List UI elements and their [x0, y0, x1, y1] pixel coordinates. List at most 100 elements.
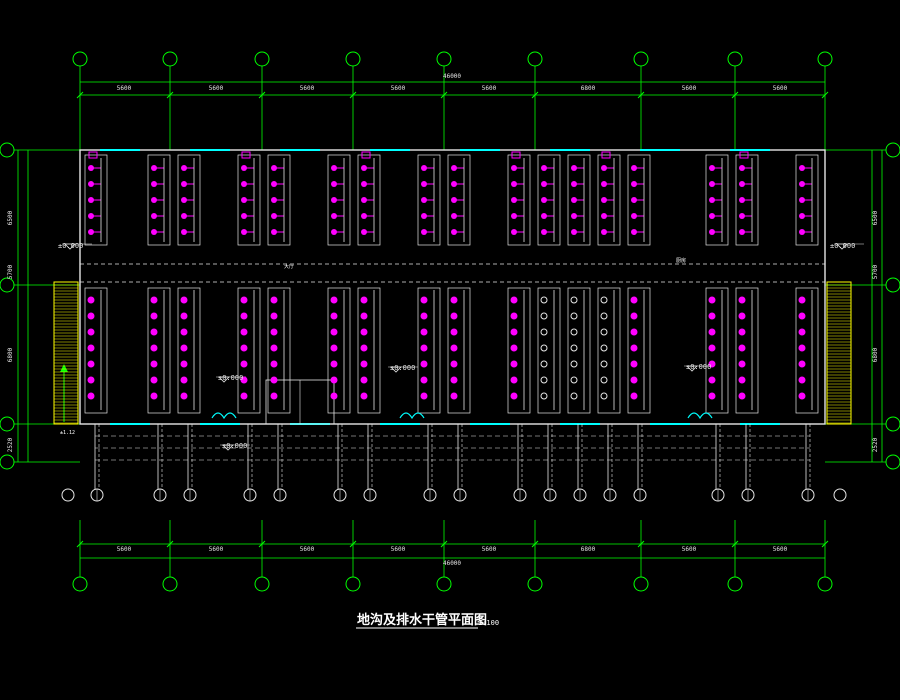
- toilet-fixture: [150, 360, 158, 368]
- toilet-fixture: [570, 376, 578, 384]
- toilet-fixture: [510, 392, 518, 400]
- toilet-fixture: [630, 296, 638, 304]
- corridor-label-left: 大厅: [284, 263, 294, 270]
- dimension-tick: [440, 91, 448, 99]
- top-total-dimension: 46000: [443, 73, 461, 80]
- toilet-fixture: [510, 376, 518, 384]
- dimension-tick: [76, 91, 84, 99]
- toilet-fixture: [600, 312, 608, 320]
- axis-grid: [0, 51, 900, 592]
- toilet-fixture: [87, 376, 95, 384]
- stall-block-upper: [627, 154, 651, 246]
- stall-block-lower: [267, 287, 291, 414]
- toilet-fixture: [570, 344, 578, 352]
- toilet-fixture: [738, 360, 746, 368]
- toilet-fixture: [270, 344, 278, 352]
- toilet-fixture: [360, 296, 368, 304]
- toilet-fixture: [270, 312, 278, 320]
- toilet-fixture: [360, 376, 368, 384]
- right-dim-4: 2520: [872, 437, 879, 452]
- top-bay-dim-6: 6800: [581, 85, 596, 92]
- dimension-tick: [821, 91, 829, 99]
- entry-stair-right: [826, 281, 852, 425]
- toilet-fixture: [150, 392, 158, 400]
- inspection-well: [61, 488, 75, 502]
- toilet-fixture: [360, 328, 368, 336]
- toilet-fixture: [420, 360, 428, 368]
- toilet-fixture: [180, 360, 188, 368]
- toilet-fixture: [708, 392, 716, 400]
- dimension-tick: [637, 91, 645, 99]
- toilet-fixture: [450, 344, 458, 352]
- toilet-fixture: [240, 376, 248, 384]
- riser-tag-box: [361, 151, 371, 159]
- left-dim-2: 5700: [7, 264, 14, 279]
- dimension-tick: [821, 540, 829, 548]
- drawing-scale: 1:100: [478, 619, 499, 627]
- axis-bubble-bottom: [727, 576, 743, 592]
- toilet-fixture: [330, 376, 338, 384]
- toilet-fixture: [180, 296, 188, 304]
- toilet-fixture: [420, 312, 428, 320]
- dimension-tick: [731, 540, 739, 548]
- toilet-fixture: [270, 392, 278, 400]
- stall-block-upper: [84, 154, 108, 246]
- axis-bubble-right: [885, 454, 900, 470]
- stall-block-lower: [237, 287, 261, 414]
- toilet-fixture: [420, 392, 428, 400]
- toilet-fixture: [540, 392, 548, 400]
- stall-block-upper: [705, 154, 729, 246]
- corridor-label-right: 厨房: [676, 257, 686, 264]
- toilet-fixture: [270, 376, 278, 384]
- right-dim-1: 6500: [872, 210, 879, 225]
- top-bay-dim-1: 5600: [117, 85, 132, 92]
- toilet-fixture: [270, 360, 278, 368]
- toilet-fixture: [738, 344, 746, 352]
- toilet-fixture: [708, 328, 716, 336]
- axis-bubble-bottom: [72, 576, 88, 592]
- toilet-fixture: [180, 376, 188, 384]
- axis-bubble-top: [162, 51, 178, 67]
- stall-block-lower: [705, 287, 729, 414]
- toilet-fixture: [708, 376, 716, 384]
- riser-tag-box: [241, 151, 251, 159]
- toilet-fixture: [570, 312, 578, 320]
- toilet-fixture: [87, 328, 95, 336]
- toilet-fixture: [240, 344, 248, 352]
- stall-block-lower: [327, 287, 351, 414]
- dimension-tick: [258, 540, 266, 548]
- stairs: [53, 281, 852, 425]
- right-dim-2: 5700: [872, 264, 879, 279]
- toilet-fixture: [450, 376, 458, 384]
- toilet-fixture: [180, 344, 188, 352]
- toilet-fixture: [798, 344, 806, 352]
- toilet-fixture: [87, 344, 95, 352]
- axis-bubble-top: [633, 51, 649, 67]
- dimension-tick: [349, 91, 357, 99]
- stall-block-upper: [417, 154, 441, 246]
- toilet-fixture: [630, 328, 638, 336]
- toilet-fixture: [240, 392, 248, 400]
- top-bay-dim-3: 5600: [300, 85, 315, 92]
- toilet-fixture: [87, 392, 95, 400]
- left-dimension-column: 6500 5700 6800 2520: [7, 210, 14, 452]
- toilet-fixture: [510, 360, 518, 368]
- toilet-fixture: [150, 328, 158, 336]
- toilet-fixture: [360, 344, 368, 352]
- riser-tag-box: [739, 151, 749, 159]
- side-arrow-head: [60, 364, 68, 372]
- top-bay-dim-2: 5600: [209, 85, 224, 92]
- axis-bubble-bottom: [436, 576, 452, 592]
- stall-block-lower: [537, 287, 561, 414]
- dimension-tick: [531, 91, 539, 99]
- top-dimension-row: 46000 5600 5600 5600 5600 5600 6800 5600…: [117, 73, 788, 92]
- toilet-fixture: [360, 392, 368, 400]
- toilet-fixture: [330, 312, 338, 320]
- drain-pipes: [61, 158, 847, 502]
- door-swing: [399, 412, 425, 420]
- toilet-fixture: [87, 360, 95, 368]
- stall-block-lower: [795, 287, 819, 414]
- toilet-fixture: [738, 376, 746, 384]
- toilet-fixture: [708, 296, 716, 304]
- axis-bubble-left: [0, 142, 15, 158]
